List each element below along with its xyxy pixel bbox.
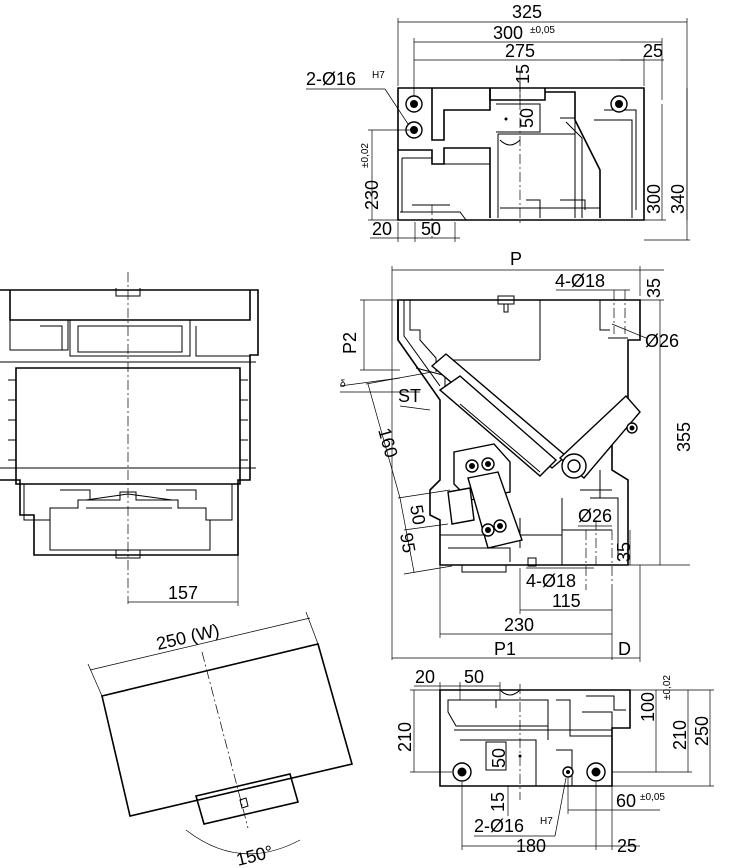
front-view: 157 xyxy=(0,272,259,606)
side-angle-delta: δ xyxy=(340,379,346,390)
swing-dim-250-w: 250 (W) xyxy=(154,620,221,654)
side-dim-p2: P2 xyxy=(340,332,360,354)
top-dim-300-right: 300 xyxy=(644,184,664,214)
bottom-dim-25: 25 xyxy=(617,836,637,856)
bottom-dim-210-tol: ±0,02 xyxy=(662,675,673,700)
swing-dim-150-deg: 150° xyxy=(234,841,275,868)
top-dim-230-tol: ±0,02 xyxy=(360,143,371,168)
bottom-dim-15: 15 xyxy=(488,792,508,812)
side-dim-35-bottom: 35 xyxy=(614,542,634,562)
bottom-dim-50-top: 50 xyxy=(464,667,484,687)
top-dim-50: 50 xyxy=(517,108,537,128)
bottom-dim-50-inner: 50 xyxy=(489,748,509,768)
top-dim-230: 230 xyxy=(362,180,382,210)
bottom-dim-250: 250 xyxy=(692,716,712,746)
side-dim-50: 50 xyxy=(406,503,429,526)
side-dim-d: D xyxy=(618,639,631,659)
side-dim-160: 160 xyxy=(374,426,402,460)
top-dim-325: 325 xyxy=(512,2,542,22)
bottom-dim-180: 180 xyxy=(516,836,546,856)
bottom-dim-2-d16: 2-Ø16 xyxy=(474,816,524,836)
bottom-dim-210-left: 210 xyxy=(395,722,415,752)
top-view: 325 300 ±0,05 275 25 15 50 2-Ø16 H7 230 … xyxy=(306,2,690,242)
bottom-dim-60-tol: ±0,05 xyxy=(640,792,665,803)
bottom-dim-h7: H7 xyxy=(540,816,553,827)
top-dim-25: 25 xyxy=(643,41,663,61)
side-dim-p: P xyxy=(510,249,522,269)
top-dim-300: 300 xyxy=(493,23,523,43)
top-dim-300-tol: ±0,05 xyxy=(530,25,555,36)
side-dim-4-d18-bottom: 4-Ø18 xyxy=(526,571,576,591)
side-dim-d26-bottom: Ø26 xyxy=(578,506,612,526)
bottom-dim-20: 20 xyxy=(415,667,435,687)
top-dim-h7: H7 xyxy=(372,70,385,81)
bottom-dim-60: 60 xyxy=(616,791,636,811)
top-dim-275: 275 xyxy=(505,41,535,61)
swing-view: 250 (W) 150° xyxy=(87,611,353,868)
side-dim-d26-top: Ø26 xyxy=(645,331,679,351)
side-dim-35-top: 35 xyxy=(644,278,664,298)
top-dim-50-bottom: 50 xyxy=(421,219,441,239)
bottom-dim-100: 100 xyxy=(638,692,658,722)
top-dim-340: 340 xyxy=(668,184,688,214)
side-dim-4-d18-top: 4-Ø18 xyxy=(555,271,605,291)
side-dim-p1: P1 xyxy=(494,639,516,659)
top-dim-20: 20 xyxy=(372,219,392,239)
bottom-view: 20 50 100 ±0,02 210 250 210 50 15 2-Ø16 … xyxy=(395,667,714,856)
side-dim-st: ST xyxy=(398,386,421,406)
side-dim-115: 115 xyxy=(552,591,581,611)
top-dim-2-d16: 2-Ø16 xyxy=(306,69,356,89)
top-dim-15: 15 xyxy=(513,64,533,84)
side-dim-355: 355 xyxy=(674,422,694,452)
side-dim-95: 95 xyxy=(396,531,419,554)
bottom-dim-210-right: 210 xyxy=(670,720,690,750)
side-dim-230: 230 xyxy=(504,615,534,635)
side-view: P 4-Ø18 35 P2 Ø26 δ ST 160 355 xyxy=(339,249,694,662)
front-dim-157: 157 xyxy=(168,583,198,603)
